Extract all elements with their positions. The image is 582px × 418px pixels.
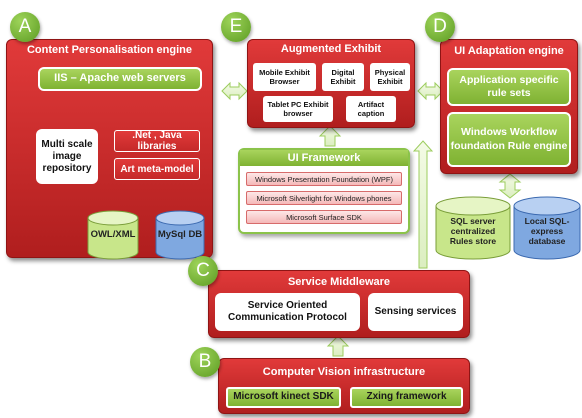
artifact-caption: Artifact caption [346,96,396,122]
surface-sdk-item: Microsoft Surface SDK [246,210,402,224]
mobile-exhibit-browser: Mobile Exhibit Browser [253,63,316,91]
owl-xml-label: OWL/XML [90,229,136,240]
badge-d: D [425,12,455,42]
arrow-middleware-to-exhibit [412,140,434,269]
badge-b: B [190,347,220,377]
arrow-vision-to-middleware [326,335,350,357]
web-servers-box: IIS – Apache web servers [38,67,202,91]
ui-adaptation-title: UI Adaptation engine [454,45,564,57]
mysql-db-icon [155,210,205,260]
soa-protocol-box: Service Oriented Communication Protocol [215,293,360,331]
service-middleware-title: Service Middleware [287,276,391,288]
arrow-adaptation-to-db [498,173,522,199]
kinect-sdk-box: Microsoft kinect SDK [226,387,341,408]
tablet-exhibit-browser: Tablet PC Exhibit browser [263,96,333,122]
physical-exhibit: Physical Exhibit [370,63,410,91]
mysql-label: MySql DB [157,229,203,240]
sql-server-db-icon [435,196,511,260]
arrow-framework-to-exhibit [318,125,342,147]
zxing-framework-box: Zxing framework [350,387,463,408]
image-repository-box: Multi scale image repository [36,129,98,184]
rule-sets-box: Application specific rule sets [447,68,571,106]
sql-express-label: Local SQL-express database [524,216,570,247]
augmented-exhibit-title: Augmented Exhibit [280,43,382,55]
meta-model-box: Art meta-model [114,158,200,180]
silverlight-item: Microsoft Silverlight for Windows phones [246,191,402,205]
badge-a: A [10,12,40,42]
owl-xml-db-icon [87,210,139,260]
workflow-rule-engine-box: Windows Workflow foundation Rule engine [447,112,571,167]
ui-framework-title-bar [240,150,408,166]
sql-server-label: SQL server centralized Rules store [449,216,497,247]
sql-express-db-icon [513,196,581,260]
computer-vision-title: Computer Vision infrastructure [262,366,426,378]
badge-c: C [188,256,218,286]
digital-exhibit: Digital Exhibit [322,63,364,91]
badge-e: E [221,12,251,42]
wpf-item: Windows Presentation Foundation (WPF) [246,172,402,186]
ui-framework-title: UI Framework [287,152,361,164]
content-engine-title: Content Personalisation engine [26,44,193,56]
libraries-box: .Net , Java libraries [114,130,200,152]
sensing-services-box: Sensing services [368,293,463,331]
